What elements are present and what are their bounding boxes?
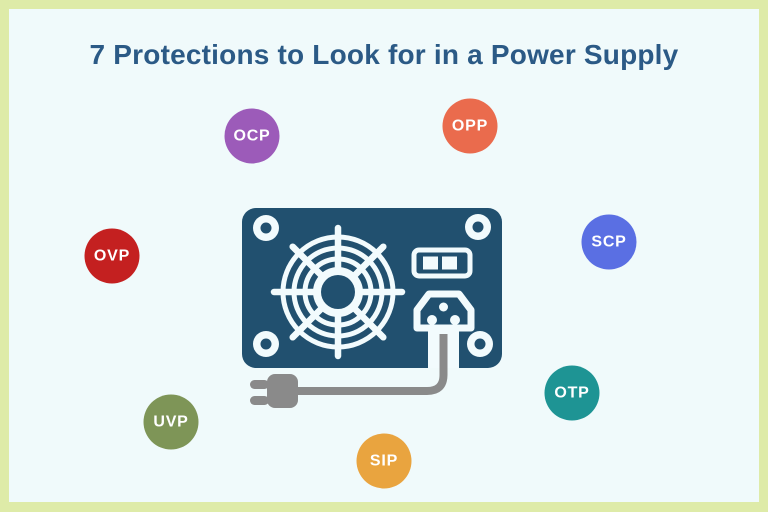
power-cord <box>296 334 448 395</box>
badge-label: SCP <box>591 233 627 250</box>
badge-label: UVP <box>153 413 189 430</box>
badge-label: OCP <box>233 127 271 144</box>
protection-badge-otp: OTP <box>544 365 600 421</box>
infographic-canvas: 7 Protections to Look for in a Power Sup… <box>9 9 759 502</box>
protection-badge-sip: SIP <box>356 433 412 489</box>
wall-plug-icon <box>250 374 298 408</box>
badge-label: OTP <box>554 384 590 401</box>
badge-label: OPP <box>451 117 489 134</box>
protection-badge-opp: OPP <box>442 98 498 154</box>
protection-badge-ocp: OCP <box>224 108 280 164</box>
corner-screw-icons <box>253 214 493 357</box>
power-switch-icon <box>411 247 473 279</box>
fan-icon <box>270 224 406 360</box>
page-title: 7 Protections to Look for in a Power Sup… <box>89 39 679 70</box>
badge-label: SIP <box>369 452 399 469</box>
protection-badge-ovp: OVP <box>84 228 140 284</box>
protection-badge-uvp: UVP <box>143 394 199 450</box>
protection-badge-scp: SCP <box>581 214 637 270</box>
power-supply-icon <box>242 208 502 408</box>
badge-label: OVP <box>93 247 131 264</box>
